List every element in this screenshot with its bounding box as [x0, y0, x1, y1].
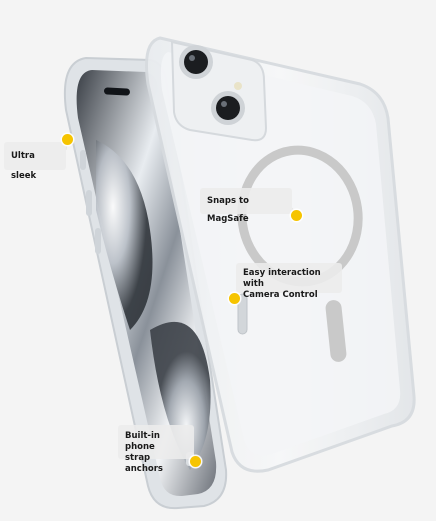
marker-dot-strap-anchors: [190, 456, 201, 467]
callout-strap-anchors: Built-in phone strap anchors: [118, 425, 194, 474]
front-phone: [63, 56, 228, 510]
clear-case-back: [145, 36, 416, 473]
marker-dot-ultra-sleek: [62, 134, 73, 145]
callout-ultra-sleek: Ultra sleek: [4, 142, 66, 181]
marker-dot-camera-control: [229, 293, 240, 304]
callout-camera-control: Easy interaction with Camera Control: [236, 263, 342, 300]
marker-dot-magsafe: [291, 210, 302, 221]
callout-magsafe: Snaps to MagSafe: [200, 188, 292, 224]
